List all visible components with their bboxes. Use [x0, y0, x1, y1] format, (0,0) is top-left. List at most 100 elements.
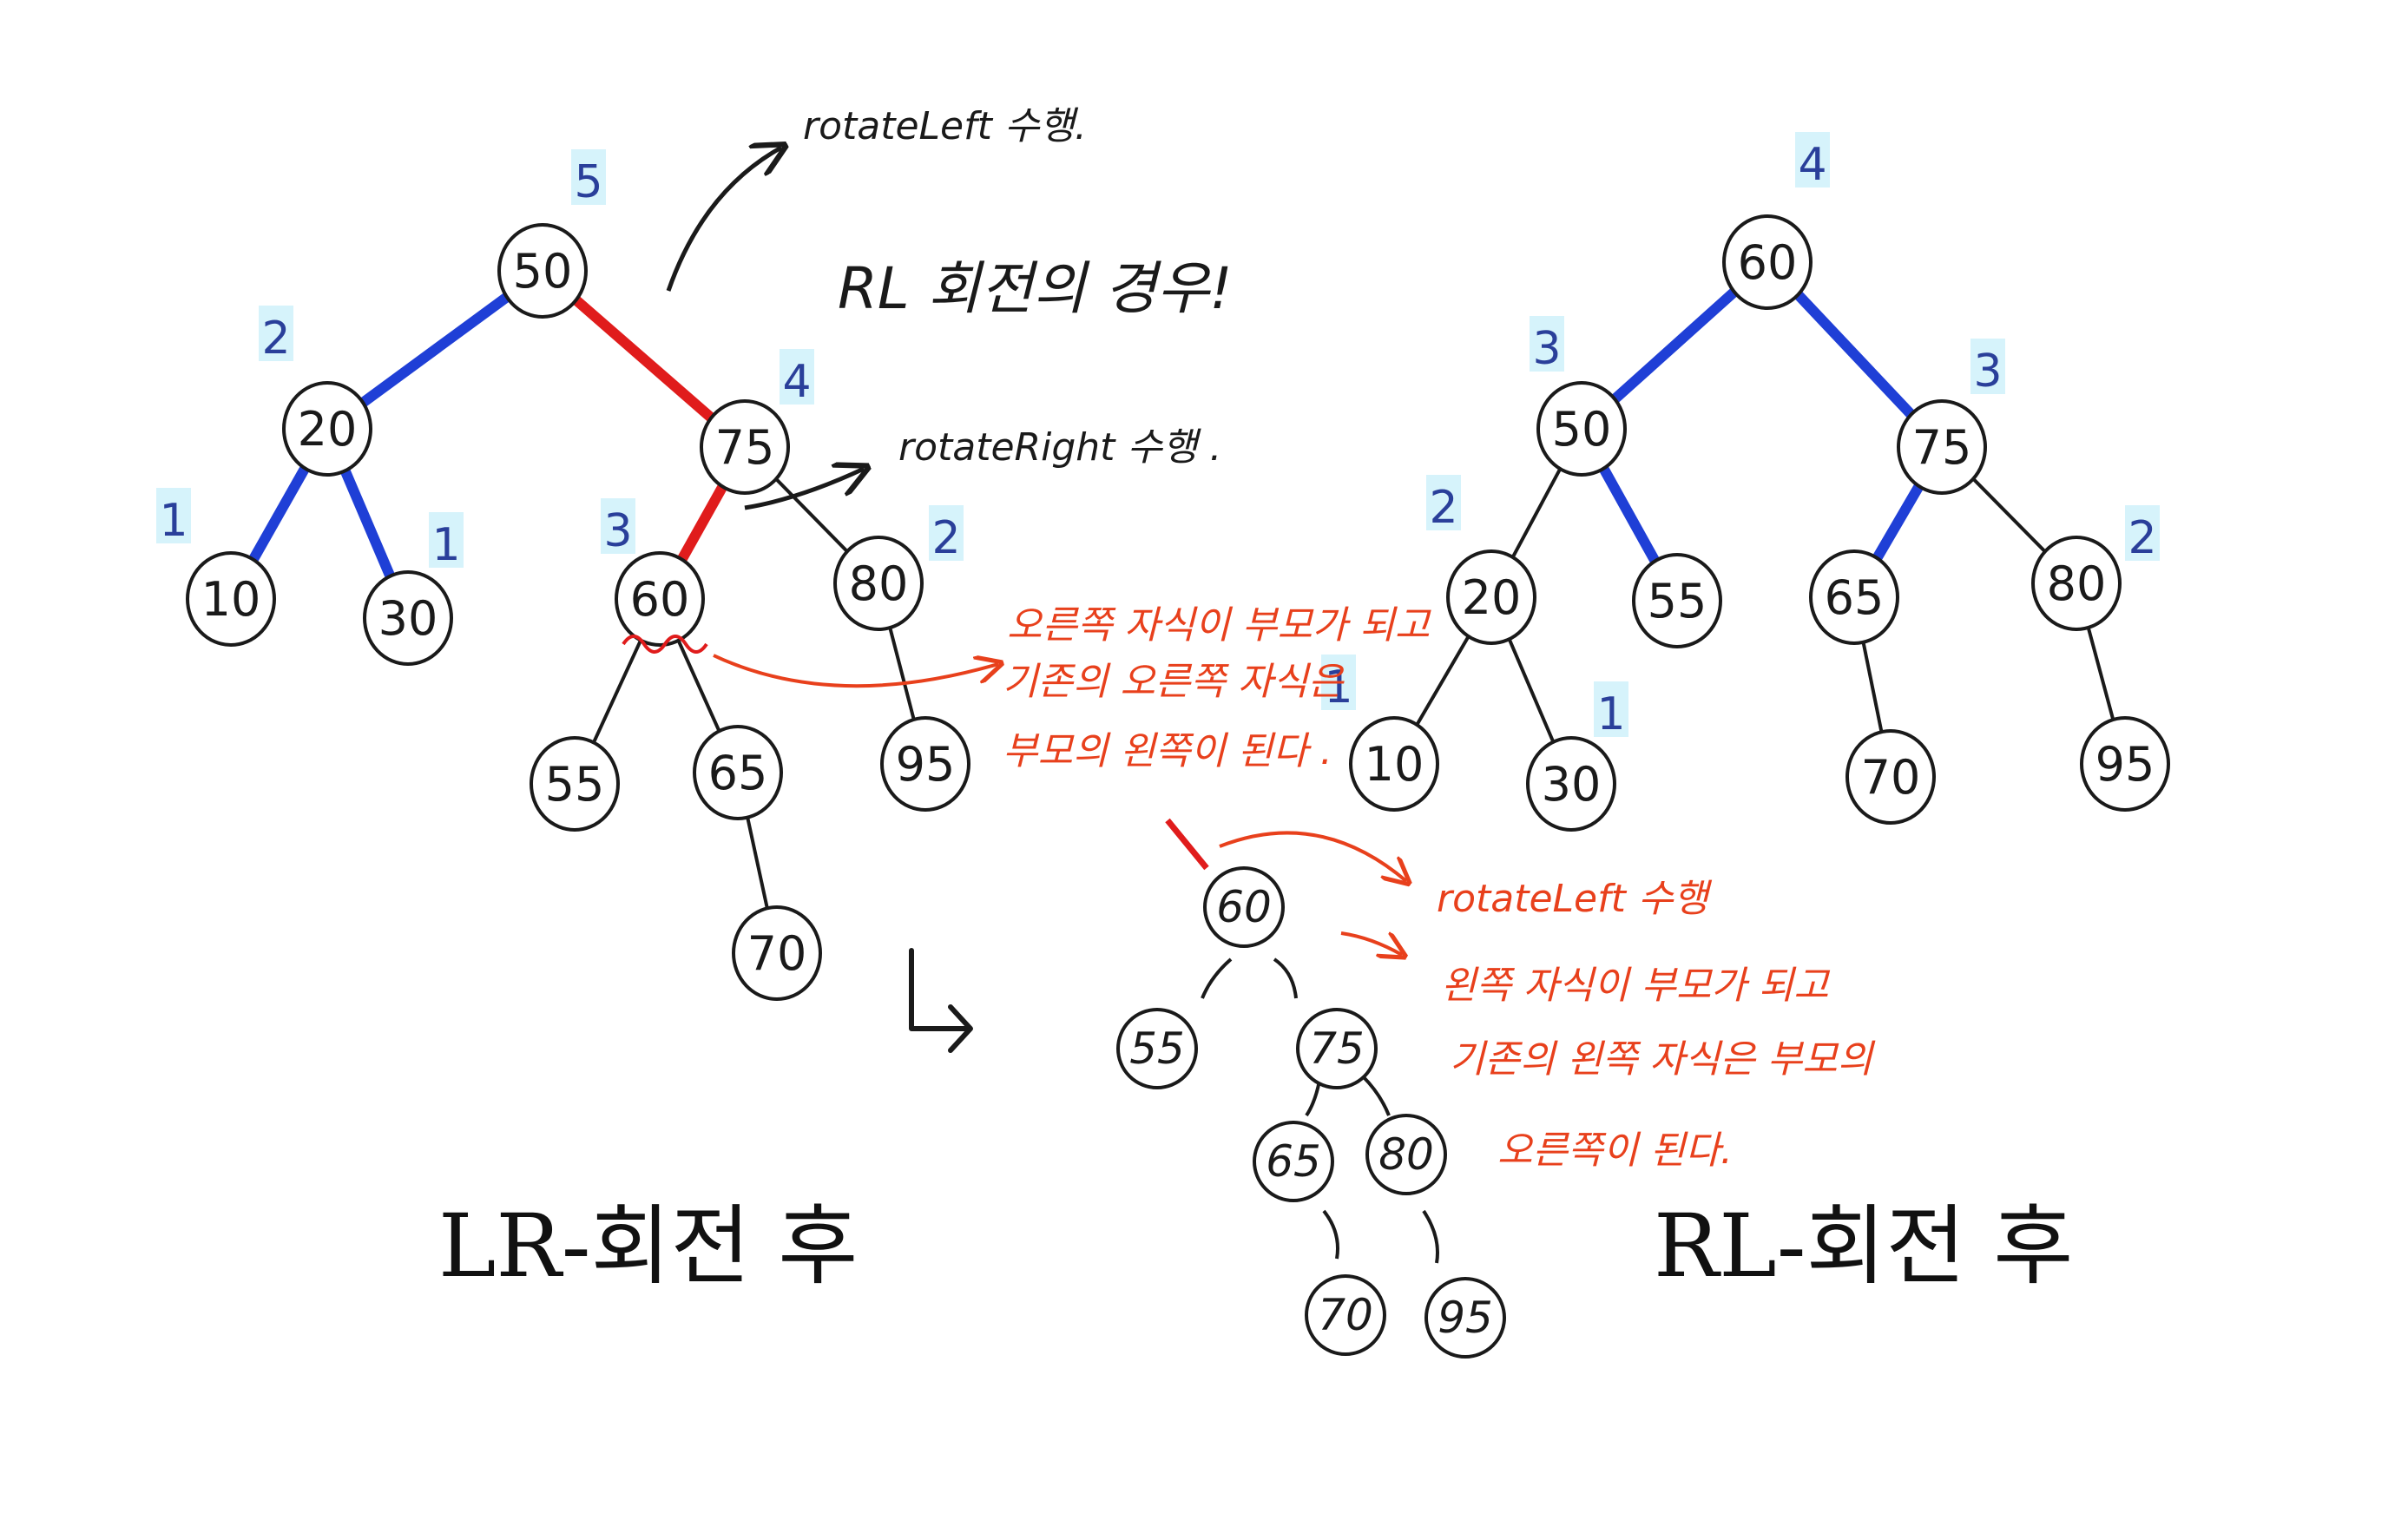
red-note-1-line-1: 오른쪽 자식이 부모가 되고 [1007, 603, 1431, 648]
tree-node-circle [1349, 716, 1439, 812]
height-badge-bg [601, 498, 635, 554]
height-badge-label: 2 [261, 313, 290, 365]
height-badge-bg [429, 512, 464, 568]
tree-node-label: 95 [2095, 737, 2155, 792]
hand-node-label: 95 [1438, 1293, 1493, 1343]
tree-node-label: 60 [1738, 235, 1798, 290]
note-rotate-left-bottom: rotateLeft 수행 [1437, 877, 1712, 921]
tree-node-label: 55 [545, 757, 605, 812]
hand-node-label: 70 [1318, 1290, 1373, 1340]
note-rotate-right: rotateRight 수행 . [898, 425, 1221, 470]
tree-node-label: 70 [1861, 750, 1921, 805]
tree-node-label: 80 [2047, 556, 2107, 611]
red-pointer-arrow [713, 654, 998, 688]
red-note-1-line-2: 기존의 오른쪽 자식은 [1003, 660, 1345, 704]
red-arrow-to-note [1340, 931, 1402, 955]
hand-node-circle [1296, 1008, 1378, 1089]
hand-edge [1322, 1209, 1339, 1260]
tree-node-circle [1722, 214, 1813, 310]
tree-node-circle [530, 736, 620, 832]
tree-node-circle [700, 399, 790, 495]
tree-node-label: 10 [201, 572, 261, 627]
height-badge-bg [259, 306, 293, 361]
tree-node-circle [880, 716, 970, 812]
tree-node-circle [1632, 553, 1722, 648]
height-badge-bg [1795, 132, 1830, 188]
hand-node-circle [1116, 1008, 1198, 1089]
red-note-2: 왼쪽 자식이 부모가 되고 기존의 왼쪽 자식은 부모의 오른쪽이 된다. [1441, 964, 1876, 1173]
red-arrow-to-rotateleft [1219, 831, 1406, 881]
height-badge-bg [780, 349, 814, 405]
tree-node-label: 50 [1552, 402, 1612, 457]
height-badge-bg [1970, 339, 2005, 394]
hand-node-circle [1365, 1114, 1447, 1195]
tree-node-label: 80 [849, 556, 909, 611]
hand-node-circle [1424, 1277, 1506, 1359]
height-badge-label: 1 [159, 495, 188, 547]
tree-node-label: 20 [298, 402, 358, 457]
tree-node-circle [2080, 716, 2170, 812]
hand-node-circle [1203, 866, 1285, 948]
height-badge-label: 4 [1798, 139, 1826, 191]
hand-node-label: 80 [1378, 1129, 1434, 1180]
hand-node-circle [1253, 1121, 1334, 1202]
red-squiggle [622, 635, 708, 654]
hand-node-label: 65 [1266, 1136, 1321, 1187]
tree-node-circle [2031, 536, 2122, 631]
tree-node-label: 30 [1542, 757, 1602, 812]
hand-edge [1273, 957, 1298, 999]
tree-node-circle [1536, 381, 1627, 477]
tree-node-circle [1526, 736, 1616, 832]
tree-node-label: 10 [1365, 737, 1424, 792]
height-badge-label: 3 [1532, 323, 1561, 375]
tree-node-circle [1897, 399, 1987, 495]
height-badge-label: 4 [782, 356, 811, 408]
rotate-left-arrow [666, 148, 781, 292]
tree-node-label: 65 [708, 746, 768, 800]
red-note-1-line-3: 부모의 왼쪽이 된다 . [1003, 729, 1332, 773]
height-badge-bg [571, 149, 606, 205]
tree-node-circle [1809, 549, 1899, 645]
red-note-2-line-3: 오른쪽이 된다. [1497, 1128, 1733, 1173]
tree-node-circle [363, 570, 453, 666]
height-badge-bg [1321, 655, 1356, 710]
tree-node-label: 95 [896, 737, 956, 792]
hand-node-circle [1305, 1274, 1386, 1356]
hand-node-label: 55 [1129, 1023, 1185, 1074]
height-badge-label: 1 [431, 519, 460, 571]
rotate-right-arrow [744, 469, 864, 510]
hand-node-label: 75 [1309, 1023, 1365, 1074]
note-rotate-left-top: rotateLeft 수행. [803, 104, 1087, 148]
hand-edge [1201, 957, 1233, 999]
height-badge-label: 1 [1596, 688, 1625, 740]
height-badge-label: 3 [1973, 345, 2002, 398]
hand-edge [1422, 1209, 1439, 1264]
tree-node-circle [1845, 729, 1936, 825]
note-title: RL 회전의 경우! [838, 255, 1233, 322]
height-badge-bg [156, 488, 191, 543]
caption-lr: LR-회전 후 [438, 1195, 858, 1297]
tree-node-label: 30 [378, 591, 438, 646]
red-note-2-line-1: 왼쪽 자식이 부모가 되고 [1441, 964, 1830, 1008]
height-badge-label: 2 [931, 512, 960, 564]
height-badge-bg [929, 505, 964, 561]
tree-node-circle [497, 223, 588, 319]
height-badge-bg [1426, 475, 1461, 530]
tree-node-label: 50 [513, 244, 573, 299]
height-badge-label: 2 [2128, 512, 2156, 564]
height-badge-bg [1530, 316, 1564, 372]
red-note-1: 오른쪽 자식이 부모가 되고 기존의 오른쪽 자식은 부모의 왼쪽이 된다 . [1003, 603, 1431, 773]
height-badge-label: 3 [603, 505, 632, 557]
tree-node-label: 70 [747, 926, 807, 981]
caption-rl: RL-회전 후 [1654, 1195, 2073, 1297]
tree-node-circle [186, 551, 276, 647]
tree-node-circle [615, 551, 705, 647]
hand-edge [1361, 1075, 1391, 1116]
height-badge-label: 1 [1324, 661, 1352, 714]
tree-node-label: 65 [1825, 570, 1885, 625]
tree-node-circle [1446, 549, 1536, 645]
height-badge-label: 2 [1429, 482, 1457, 534]
